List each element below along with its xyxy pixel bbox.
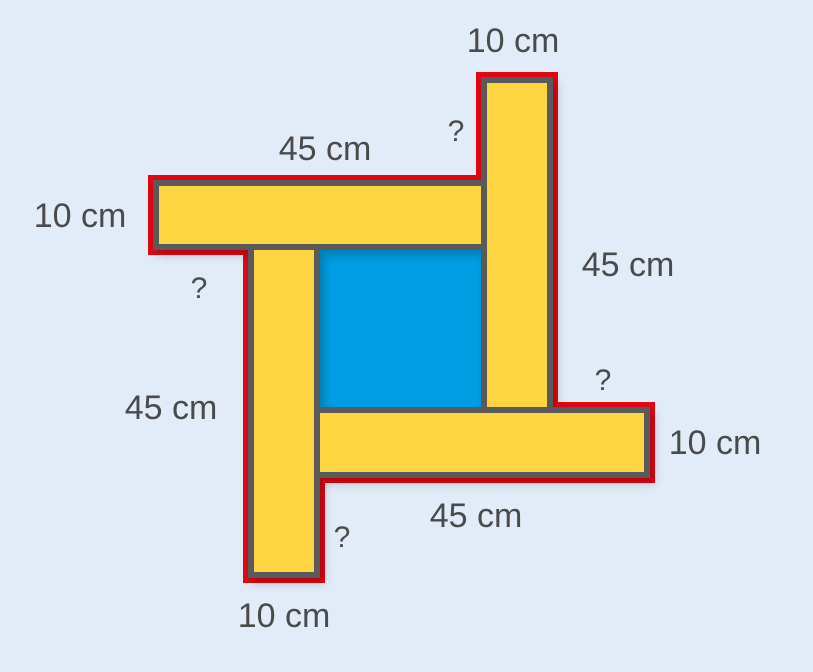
inner-square: [312, 242, 494, 420]
perimeter-outline: [148, 72, 655, 583]
plank-left: [248, 244, 320, 578]
label-bottom-width: 10 cm: [238, 597, 331, 635]
label-right-unknown: ?: [595, 364, 612, 397]
plank-right: [481, 77, 553, 413]
plank-top: [153, 180, 487, 250]
label-bottom-unknown: ?: [334, 521, 351, 554]
label-left-unknown: ?: [191, 272, 208, 305]
plank-bottom: [314, 407, 650, 478]
label-right-length: 45 cm: [582, 246, 675, 284]
label-bottom-length: 45 cm: [430, 497, 523, 535]
label-top-unknown: ?: [448, 115, 465, 148]
label-top-length: 45 cm: [279, 130, 372, 168]
label-top-width: 10 cm: [467, 22, 560, 60]
label-left-width: 10 cm: [34, 197, 127, 235]
label-left-length: 45 cm: [125, 389, 218, 427]
label-right-width: 10 cm: [669, 424, 762, 462]
